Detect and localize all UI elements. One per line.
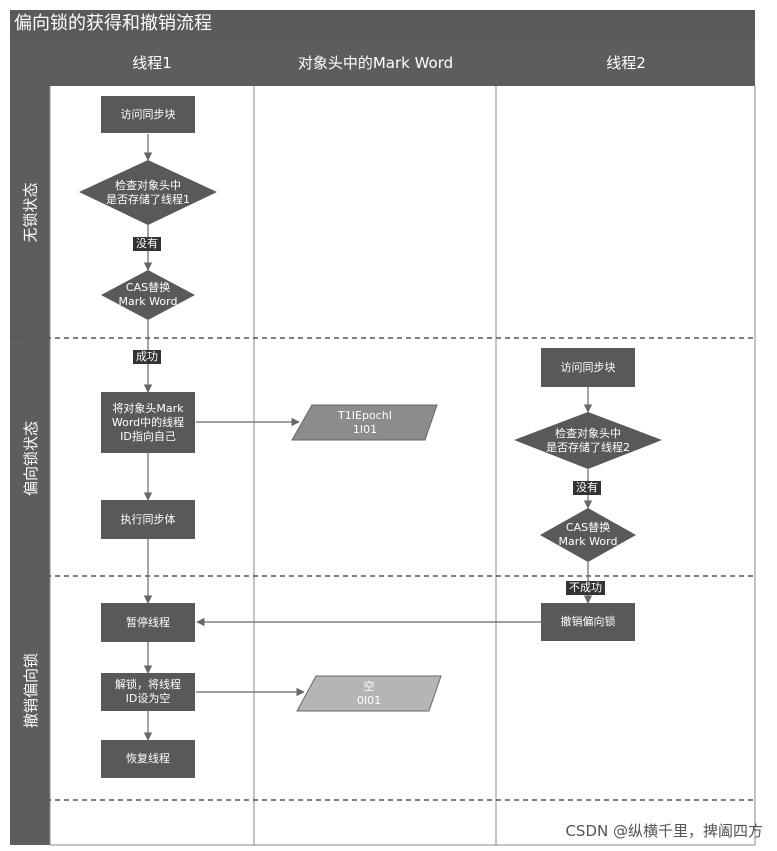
edge-label-no-t1: 没有 (133, 237, 161, 251)
node-t2-check-label: 检查对象头中 是否存储了线程2 (546, 426, 630, 454)
node-t1-unlock (101, 673, 195, 711)
node-t1-cas-label: CAS替换 Mark Word (118, 281, 178, 308)
node-t1-pause-label: 暂停线程 (126, 615, 170, 629)
node-mw-empty (296, 675, 442, 712)
node-t1-pause (101, 603, 195, 642)
node-t1-access (101, 96, 195, 133)
connectors (143, 134, 593, 741)
node-t1-unlock-label: 解锁，将线程 ID设为空 (115, 678, 181, 705)
node-mw-biased-label: T1IEpochI 1I01 (338, 408, 392, 436)
node-t1-exec-label: 执行同步体 (120, 512, 176, 526)
node-t1-set-label: 将对象头Mark Word中的线程 ID指向自己 (111, 401, 185, 443)
column-header-thread1: 线程1 (132, 54, 172, 72)
node-t1-resume (101, 740, 195, 778)
diagram-title: 偏向锁的获得和撤销流程 (14, 13, 212, 34)
node-t2-revoke-label: 撤销偏向锁 (560, 615, 616, 628)
edge-label-fail: 不成功 (566, 581, 605, 595)
node-t1-check (79, 160, 217, 225)
node-t1-access-label: 访问同步块 (120, 107, 176, 121)
node-t1-check-label: 检查对象头中 是否存储了线程1 (106, 178, 190, 206)
node-t1-resume-label: 恢复线程 (126, 752, 170, 765)
node-mw-biased (291, 404, 438, 441)
node-t1-set (101, 392, 195, 453)
node-t2-access (541, 348, 635, 387)
node-t2-check (514, 412, 662, 469)
grid (10, 86, 756, 846)
column-header-mark-word: 对象头中的Mark Word (297, 54, 454, 72)
title-bar: 偏向锁的获得和撤销流程 (10, 10, 755, 39)
node-t1-cas (101, 270, 195, 320)
edge-label-no-t2: 没有 (573, 481, 601, 495)
node-t1-exec (101, 500, 195, 539)
lane-label-bar: 无锁状态 偏向锁状态 撤销偏向锁 (10, 39, 50, 845)
edge-label-success: 成功 (133, 350, 161, 364)
node-t2-cas-label: CAS替换 Mark Word (558, 521, 618, 548)
watermark: CSDN @纵横千里，捭阖四方 (565, 822, 763, 840)
node-t2-access-label: 访问同步块 (560, 360, 616, 374)
column-header-row: 线程1 对象头中的Mark Word 线程2 (10, 39, 755, 86)
column-header-thread2: 线程2 (606, 54, 646, 72)
node-t2-cas (540, 508, 636, 562)
node-mw-empty-label: 空 0I01 (356, 679, 382, 707)
node-t2-revoke (541, 603, 635, 641)
